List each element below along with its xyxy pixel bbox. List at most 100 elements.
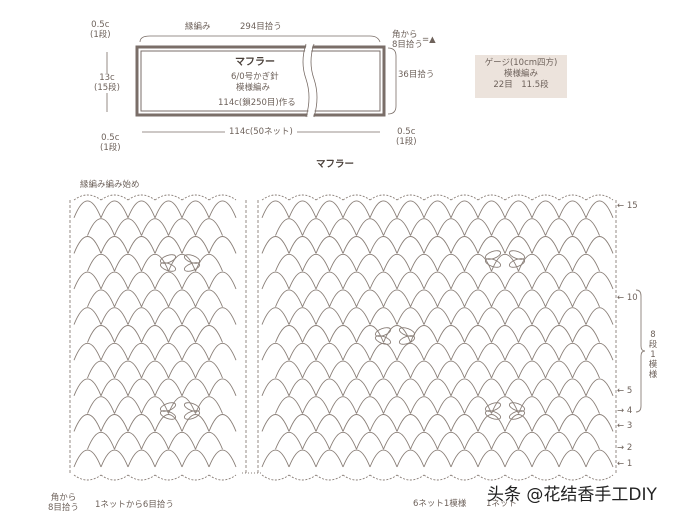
border-scallop-top <box>208 194 237 201</box>
chain-arch <box>288 342 317 361</box>
border-start-label: 縁編み編み始め <box>80 180 140 190</box>
chain-arch <box>545 431 573 450</box>
chain-arch <box>423 236 452 254</box>
chain-arch <box>518 218 546 236</box>
border-scallop-bottom <box>558 474 587 481</box>
break-mark <box>304 43 316 118</box>
net-pickup-label: 1ネットから6目拾う <box>95 500 174 510</box>
chain-arch <box>288 449 317 468</box>
chain-arch <box>288 414 317 432</box>
chain-arch <box>518 289 546 307</box>
border-label: 縁編み <box>185 22 211 32</box>
chain-arch <box>518 396 546 414</box>
chain-arch <box>288 236 317 254</box>
chain-arch <box>141 253 169 272</box>
chain-arch <box>87 431 115 450</box>
chain-arch <box>127 307 156 325</box>
chain-arch <box>288 378 317 396</box>
chain-arch <box>154 307 183 325</box>
chain-arch <box>423 342 452 361</box>
border-scallop-top <box>154 194 183 201</box>
border-top-value: 0.5c <box>91 20 110 30</box>
chain-arch <box>168 360 196 379</box>
chain-arch <box>545 325 573 343</box>
chain-arch <box>154 271 183 290</box>
chain-arch <box>342 342 371 361</box>
chain-arch <box>195 360 223 379</box>
width-label: 114c(50ネット) <box>225 127 297 137</box>
chain-arch <box>437 360 465 379</box>
chain-arch <box>141 396 169 414</box>
border-scallop-top <box>127 194 156 201</box>
chain-arch <box>302 431 330 450</box>
chain-arch <box>545 360 573 379</box>
side-brace <box>387 47 397 115</box>
chain-arch <box>261 449 290 468</box>
chain-arch <box>572 253 600 272</box>
chain-arch <box>491 218 519 236</box>
row-number-2: → 2 <box>617 443 633 453</box>
chain-arch <box>315 200 344 218</box>
chain-arch <box>302 325 330 343</box>
chain-arch <box>288 271 317 290</box>
border-bottom-right-rows: (1段) <box>396 137 417 147</box>
chain-arch <box>181 200 210 218</box>
chain-arch <box>261 307 290 325</box>
chain-arch <box>356 431 384 450</box>
border-scallop-top <box>342 194 371 201</box>
chain-arch <box>141 325 169 343</box>
chain-arch <box>558 449 587 468</box>
leaf-motif <box>484 250 502 260</box>
border-bottom-left-rows: (1段) <box>100 143 121 153</box>
chain-arch <box>450 449 479 468</box>
chain-arch <box>275 289 303 307</box>
chain-arch <box>396 414 425 432</box>
chain-arch <box>396 200 425 218</box>
chain-arch <box>315 271 344 290</box>
leaf-motif <box>508 258 526 268</box>
foundation-label: 114c(鎖250目)作る <box>218 98 296 108</box>
chain-arch <box>261 378 290 396</box>
chain-arch <box>410 325 438 343</box>
leaf-motif <box>159 254 177 264</box>
chain-arch <box>315 449 344 468</box>
chain-arch <box>585 236 614 254</box>
chain-arch <box>572 218 600 236</box>
chain-arch <box>464 289 492 307</box>
chain-arch <box>87 325 115 343</box>
chain-arch <box>342 307 371 325</box>
chain-arch <box>531 271 560 290</box>
chain-arch <box>491 396 519 414</box>
chain-arch <box>342 236 371 254</box>
chain-arch <box>315 378 344 396</box>
chain-arch <box>195 289 223 307</box>
chain-arch <box>518 431 546 450</box>
border-scallop-bottom <box>450 474 479 481</box>
chain-arch <box>585 449 614 468</box>
chain-arch <box>100 236 129 254</box>
chain-arch <box>585 200 614 218</box>
chain-arch <box>261 271 290 290</box>
chain-arch <box>87 360 115 379</box>
chain-arch <box>504 236 533 254</box>
chain-arch <box>450 342 479 361</box>
chain-arch <box>585 414 614 432</box>
chain-arch <box>531 342 560 361</box>
chain-arch <box>585 271 614 290</box>
chain-arch <box>450 378 479 396</box>
chain-arch <box>396 307 425 325</box>
chain-arch <box>450 236 479 254</box>
chain-arch <box>114 431 142 450</box>
chain-arch <box>181 378 210 396</box>
chain-arch <box>114 253 142 272</box>
chain-arch <box>545 289 573 307</box>
chain-arch <box>558 414 587 432</box>
chain-arch <box>208 200 237 218</box>
chart-corner-pickup-line2: 8目拾う <box>48 503 79 513</box>
chain-arch <box>477 271 506 290</box>
chain-arch <box>261 236 290 254</box>
leaf-motif <box>159 402 177 412</box>
chain-arch <box>356 289 384 307</box>
scarf-title: マフラー <box>235 57 275 68</box>
